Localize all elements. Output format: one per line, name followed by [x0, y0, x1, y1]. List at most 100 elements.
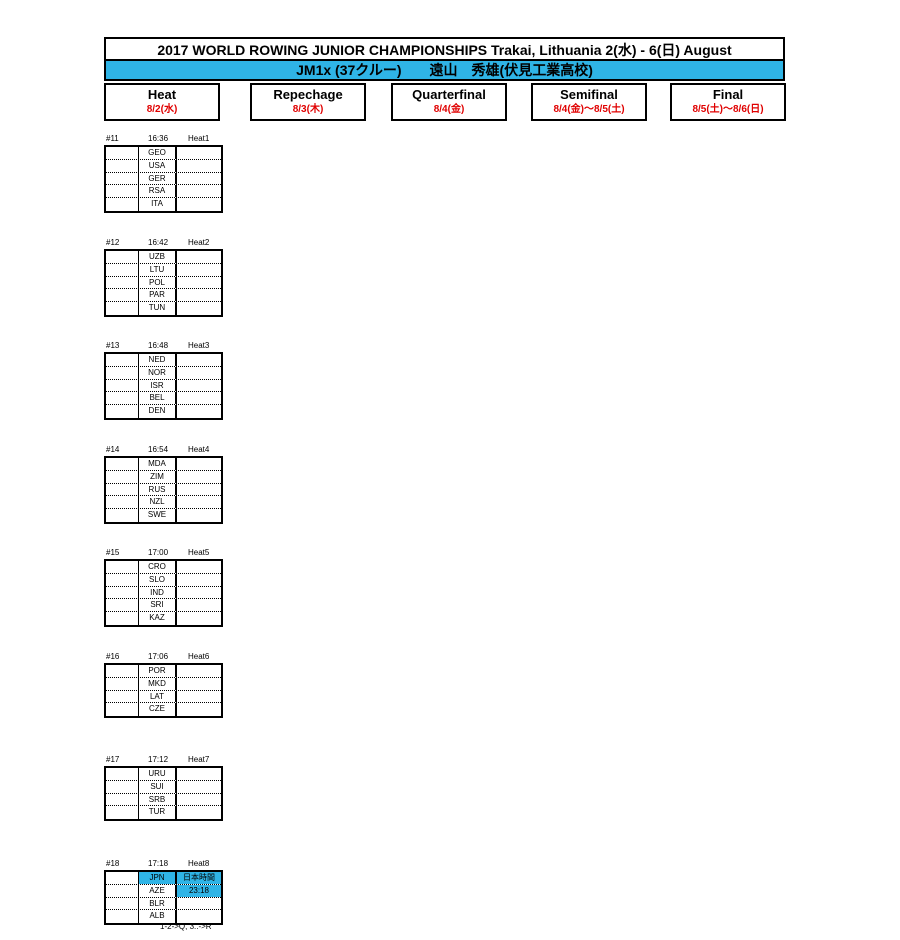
race-time: 17:00	[148, 548, 169, 557]
stage-name: Heat	[147, 87, 177, 102]
table-row: MDA	[106, 458, 221, 471]
stage-name: Repechage	[273, 87, 343, 102]
japan-time-label: 日本時間	[177, 872, 221, 884]
stage-quarterfinal: Quarterfinal 8/4(金)	[391, 83, 507, 121]
crew-code: ALB	[139, 910, 177, 924]
race-label: Heat2	[188, 238, 210, 247]
lane-table: GEO USA GER RSA ITA	[104, 145, 223, 213]
table-row: NOR	[106, 366, 221, 380]
lane-table: NED NOR ISR BEL DEN	[104, 352, 223, 420]
table-row: URU	[106, 768, 221, 781]
crew-code: ISR	[139, 379, 177, 392]
crew-code: AZE	[139, 884, 177, 897]
crew-code: TUN	[139, 302, 177, 315]
race-time: 16:54	[148, 445, 169, 454]
crew-code: POL	[139, 276, 177, 289]
table-row: LTU	[106, 263, 221, 277]
race-header: #12 16:42 Heat2	[104, 237, 264, 249]
stage-date: 8/4(金)	[433, 104, 465, 115]
event-subtitle: JM1x (37クルー) 遠山 秀雄(伏見工業高校)	[104, 61, 785, 81]
crew-code: CRO	[139, 561, 177, 573]
page-title: 2017 WORLD ROWING JUNIOR CHAMPIONSHIPS T…	[104, 37, 785, 61]
race-label: Heat1	[188, 134, 210, 143]
progression-note: 1-2->Q, 3..->R	[160, 922, 212, 931]
race-heat3: #13 16:48 Heat3 NED NOR ISR BEL DEN	[104, 340, 264, 420]
table-row: SRI	[106, 599, 221, 613]
race-header: #14 16:54 Heat4	[104, 444, 264, 456]
table-row: KAZ	[106, 612, 221, 625]
race-heat4: #14 16:54 Heat4 MDA ZIM RUS NZL SWE	[104, 444, 264, 524]
stage-name: Semifinal	[560, 87, 618, 102]
crew-code: USA	[139, 159, 177, 172]
table-row: TUN	[106, 302, 221, 315]
stage-final: Final 8/5(土)～8/6(日)	[670, 83, 786, 121]
table-row: CZE	[106, 703, 221, 717]
crew-code: CZE	[139, 703, 177, 717]
table-row: SLO	[106, 573, 221, 587]
stage-name: Final	[712, 87, 744, 102]
crew-code: BEL	[139, 392, 177, 405]
table-row: CRO	[106, 561, 221, 574]
table-row: BLR	[106, 897, 221, 911]
crew-code: RUS	[139, 483, 177, 496]
race-label: Heat4	[188, 445, 210, 454]
table-row: SRB	[106, 793, 221, 807]
crew-code: KAZ	[139, 612, 177, 625]
stage-date: 8/5(土)～8/6(日)	[692, 104, 764, 115]
crew-code: TUR	[139, 806, 177, 820]
lane-table: URU SUI SRB TUR	[104, 766, 223, 822]
race-number: #15	[106, 548, 120, 557]
stage-semifinal: Semifinal 8/4(金)～8/5(土)	[531, 83, 647, 121]
table-row: USA	[106, 159, 221, 173]
crew-code: SWE	[139, 509, 177, 522]
lane-table: MDA ZIM RUS NZL SWE	[104, 456, 223, 524]
table-row: PAR	[106, 289, 221, 303]
crew-code: ITA	[139, 198, 177, 211]
race-time: 16:48	[148, 341, 169, 350]
crew-code: IND	[139, 586, 177, 599]
table-row: LAT	[106, 690, 221, 704]
table-row: RUS	[106, 483, 221, 497]
race-header: #17 17:12 Heat7	[104, 754, 264, 766]
table-row: ISR	[106, 379, 221, 393]
crew-code: NOR	[139, 366, 177, 379]
race-time: 17:18	[148, 859, 169, 868]
table-row: POR	[106, 665, 221, 678]
crew-code-japan: JPN	[139, 872, 177, 884]
crew-code: URU	[139, 768, 177, 780]
race-heat6: #16 17:06 Heat6 POR MKD LAT CZE	[104, 651, 264, 719]
table-row: ZIM	[106, 470, 221, 484]
race-label: Heat6	[188, 652, 210, 661]
table-row: ITA	[106, 198, 221, 211]
race-heat1: #11 16:36 Heat1 GEO USA GER RSA ITA	[104, 133, 264, 213]
crew-code: SRI	[139, 599, 177, 612]
race-label: Heat8	[188, 859, 210, 868]
crew-code: NZL	[139, 496, 177, 509]
table-row: GER	[106, 172, 221, 186]
crew-code: ZIM	[139, 470, 177, 483]
race-number: #13	[106, 341, 120, 350]
race-number: #16	[106, 652, 120, 661]
race-number: #14	[106, 445, 120, 454]
japan-time-value: 23:18	[177, 884, 221, 897]
race-heat5: #15 17:00 Heat5 CRO SLO IND SRI KAZ	[104, 547, 264, 627]
race-number: #17	[106, 755, 120, 764]
crew-code: SLO	[139, 573, 177, 586]
crew-code: UZB	[139, 251, 177, 263]
table-row: SUI	[106, 780, 221, 794]
stage-repechage: Repechage 8/3(木)	[250, 83, 366, 121]
lane-table: CRO SLO IND SRI KAZ	[104, 559, 223, 627]
crew-code: PAR	[139, 289, 177, 302]
table-row: NED	[106, 354, 221, 367]
crew-code: BLR	[139, 897, 177, 910]
table-row: UZB	[106, 251, 221, 264]
race-label: Heat3	[188, 341, 210, 350]
race-header: #16 17:06 Heat6	[104, 651, 264, 663]
table-row: GEO	[106, 147, 221, 160]
race-header: #15 17:00 Heat5	[104, 547, 264, 559]
race-heat7: #17 17:12 Heat7 URU SUI SRB TUR	[104, 754, 264, 822]
